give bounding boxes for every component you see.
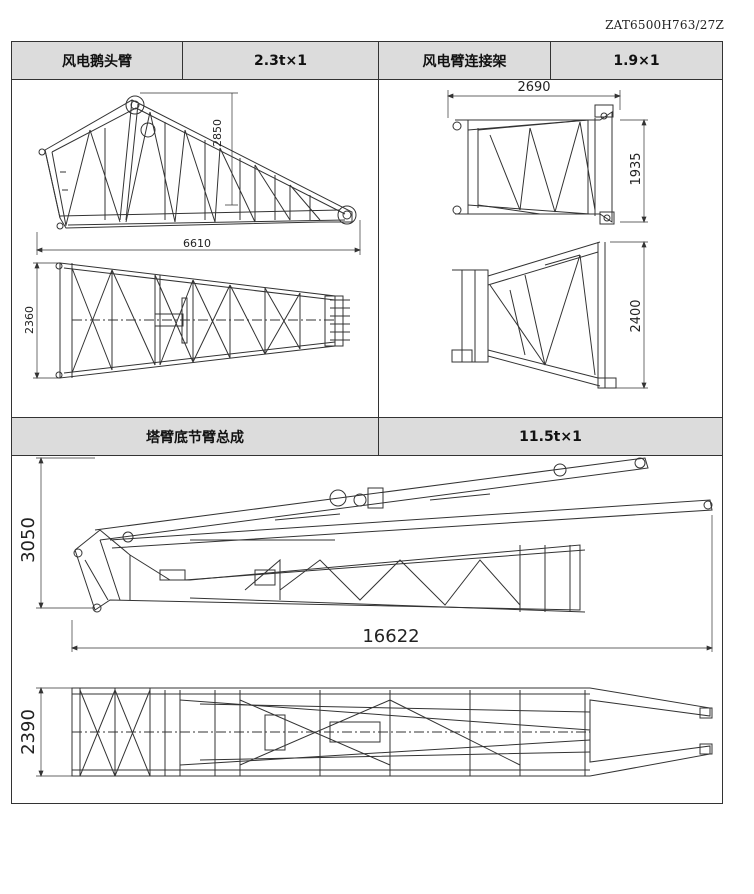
frame-name: 风电臂连接架 bbox=[422, 53, 507, 70]
gooseneck-width-label: 2360 bbox=[23, 306, 36, 334]
frame-length-label: 2690 bbox=[517, 80, 550, 95]
frame-width-label: 2400 bbox=[629, 299, 644, 332]
frame-weight-cell: 1.9×1 bbox=[551, 42, 722, 80]
base-width-dimension bbox=[36, 687, 72, 777]
frame-top-view bbox=[451, 241, 617, 389]
frame-drawing-cell bbox=[379, 80, 722, 418]
base-length-label: 16622 bbox=[362, 626, 419, 647]
frame-name-cell: 风电臂连接架 bbox=[379, 42, 551, 80]
base-height-label: 3050 bbox=[18, 517, 39, 563]
base-side-view bbox=[73, 457, 713, 613]
drawing-sheet: 风电鹅头臂 2.3t×1 风电臂连接架 1.9×1 塔臂底节臂总成 11.5t×… bbox=[11, 41, 723, 804]
gooseneck-width-dimension bbox=[33, 262, 60, 379]
gooseneck-length-label: 6610 bbox=[183, 237, 211, 250]
base-top-view bbox=[71, 687, 713, 777]
gooseneck-weight-cell: 2.3t×1 bbox=[183, 42, 379, 80]
document-id: ZAT6500H763/27Z bbox=[605, 18, 724, 32]
gooseneck-weight: 2.3t×1 bbox=[254, 52, 307, 69]
gooseneck-name-cell: 风电鹅头臂 bbox=[12, 42, 183, 80]
frame-side-view bbox=[452, 104, 615, 225]
base-height-dimension bbox=[36, 457, 713, 652]
frame-length-dimension bbox=[447, 90, 648, 223]
base-name-cell: 塔臂底节臂总成 bbox=[12, 418, 379, 456]
base-name: 塔臂底节臂总成 bbox=[146, 429, 244, 446]
frame-height-label: 1935 bbox=[629, 152, 644, 185]
gooseneck-side-view bbox=[38, 95, 357, 230]
base-width-label: 2390 bbox=[18, 709, 39, 755]
gooseneck-name: 风电鹅头臂 bbox=[62, 53, 132, 70]
frame-width-dimension bbox=[610, 241, 648, 389]
gooseneck-top-view bbox=[55, 262, 350, 379]
gooseneck-height-label: 2850 bbox=[211, 119, 224, 147]
base-weight-cell: 11.5t×1 bbox=[379, 418, 722, 456]
gooseneck-drawing-cell bbox=[12, 80, 379, 418]
gooseneck-dimension-lines bbox=[36, 92, 361, 255]
frame-weight: 1.9×1 bbox=[613, 52, 660, 69]
base-weight: 11.5t×1 bbox=[519, 428, 582, 445]
